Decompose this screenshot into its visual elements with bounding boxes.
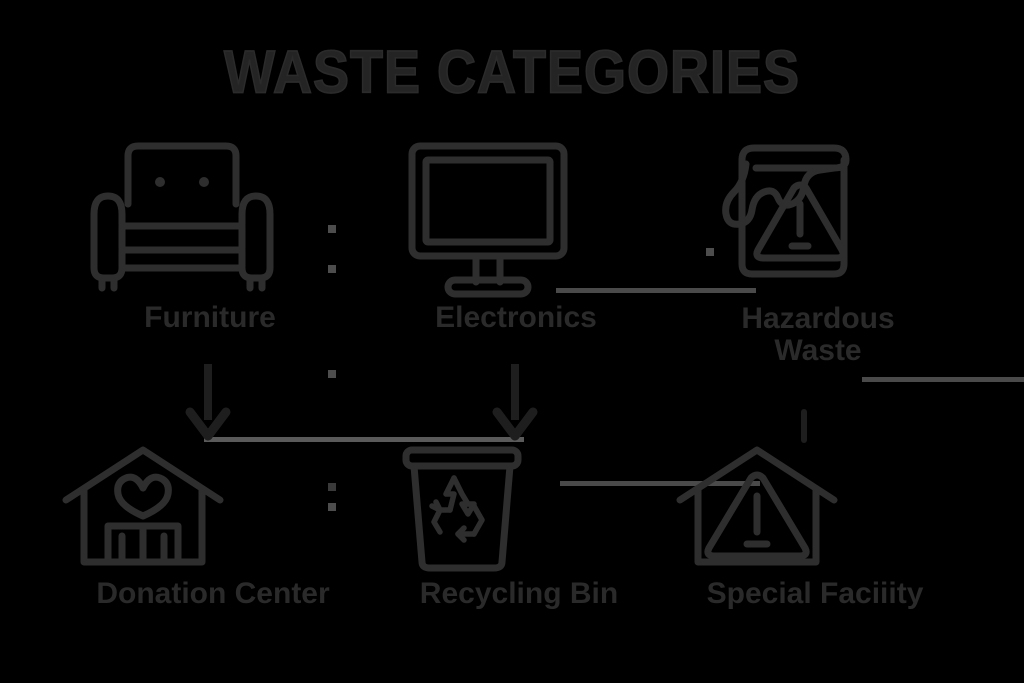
category-node-furniture[interactable]: Furniture	[90, 138, 328, 334]
connector-electronics-to-hazardous	[556, 288, 756, 293]
paint-can-warning-icon	[700, 134, 936, 299]
connector-row-rail	[204, 437, 524, 442]
house-warning-icon	[672, 444, 958, 574]
destination-node-recycling[interactable]: Recycling Bin	[392, 444, 646, 610]
category-label-furniture: Furniture	[144, 301, 276, 334]
destination-node-facility[interactable]: Special Faciiity	[672, 444, 958, 610]
decorative-dots-left	[328, 225, 336, 525]
destination-node-donation[interactable]: Donation Center	[58, 444, 368, 610]
recycle-bin-icon	[392, 444, 646, 574]
decorative-dots-right	[706, 248, 714, 268]
category-label-electronics: Electronics	[435, 301, 597, 334]
arrow-electronics-to-recycling	[492, 362, 538, 442]
arrow-furniture-to-donation	[185, 362, 231, 442]
destination-label-recycling: Recycling Bin	[419, 577, 619, 610]
destination-label-facility: Special Faciiity	[706, 577, 924, 610]
connector-recycling-to-facility	[560, 481, 760, 486]
category-node-hazardous[interactable]: Hazardous Waste	[700, 134, 936, 368]
house-heart-icon	[58, 444, 368, 574]
destination-label-donation: Donation Center	[96, 577, 330, 610]
monitor-icon	[398, 138, 634, 298]
arrow-hazardous-to-facility	[797, 409, 811, 446]
category-label-hazardous: Hazardous Waste	[741, 302, 895, 368]
armchair-icon	[90, 138, 328, 298]
connector-hazardous-right	[862, 377, 1024, 382]
page-title: WASTE CATEGORIES	[223, 38, 801, 106]
category-node-electronics[interactable]: Electronics	[398, 138, 634, 334]
